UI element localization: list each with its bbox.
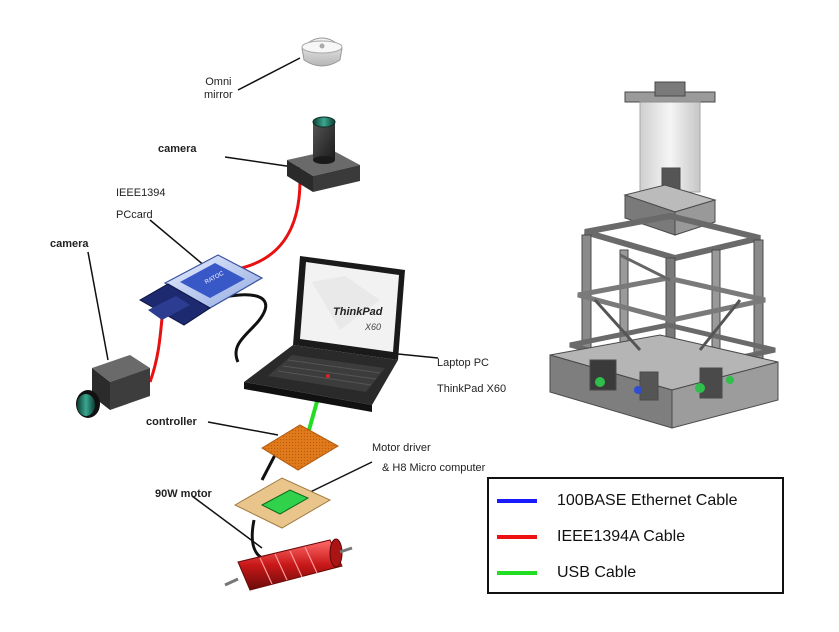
leader-omni [237,57,301,91]
driver-motor-cable [250,519,267,562]
motor-driver-label-line2: & H8 Micro computer [382,462,486,474]
laptop-label-line2: ThinkPad X60 [437,383,507,395]
leader-motor [191,495,263,549]
pccard-label-line1: IEEE1394 [116,187,166,199]
legend-row-ieee1394: IEEE1394A Cable [497,525,685,549]
legend-label-ethernet: 100BASE Ethernet Cable [557,492,738,509]
legend-label-ieee1394: IEEE1394A Cable [557,528,686,545]
leader-camera-left [87,251,109,361]
leader-controller [207,421,279,436]
legend-swatch-usb [497,571,537,575]
laptop-device: ThinkPad X60 [244,256,405,412]
legend-swatch-ethernet [497,499,537,503]
omni-mirror [301,37,343,67]
motor-driver-board [233,477,332,529]
legend-row-usb: USB Cable [497,561,636,585]
laptop-brand-text: ThinkPad [333,306,383,318]
laptop-label: Laptop PC ThinkPad X60 [437,350,506,402]
motor-driver-label: Motor driver & H8 Micro computer [372,438,485,478]
legend-row-ethernet: 100BASE Ethernet Cable [497,489,738,513]
ieee1394-cable-left [148,317,164,383]
omni-mirror-label: Omni mirror [204,76,233,102]
pccard-label-line2: PCcard [116,209,153,221]
robot-assembly [549,81,779,429]
pccard-laptop-cable [211,293,268,363]
camera-left-device [76,355,150,418]
omni-mirror-label-line2: mirror [204,89,233,101]
leader-driver [299,461,373,498]
controller-label: controller [146,416,197,428]
motor-device [224,538,353,591]
pccard-label: IEEE1394 PCcard [116,182,166,226]
motor-driver-label-line1: Motor driver [372,442,431,454]
usb-cable [307,397,320,431]
legend-swatch-ieee1394 [497,535,537,539]
legend-label-usb: USB Cable [557,564,637,581]
ieee1394-cable-top [231,179,302,272]
ieee1394-pccard-device: RATOC [138,254,264,326]
laptop-model-text: X60 [364,322,381,332]
controller-board [261,424,340,471]
omni-mirror-label-line1: Omni [205,76,232,88]
camera-top-label: camera [158,143,197,155]
camera-top-device [287,116,360,192]
controller-driver-cable [260,454,277,481]
leader-laptop [397,353,439,359]
cable-legend: 100BASE Ethernet Cable IEEE1394A Cable U… [487,477,784,594]
camera-left-label: camera [50,238,89,250]
motor-label: 90W motor [155,488,212,500]
laptop-label-line1: Laptop PC [437,357,489,369]
